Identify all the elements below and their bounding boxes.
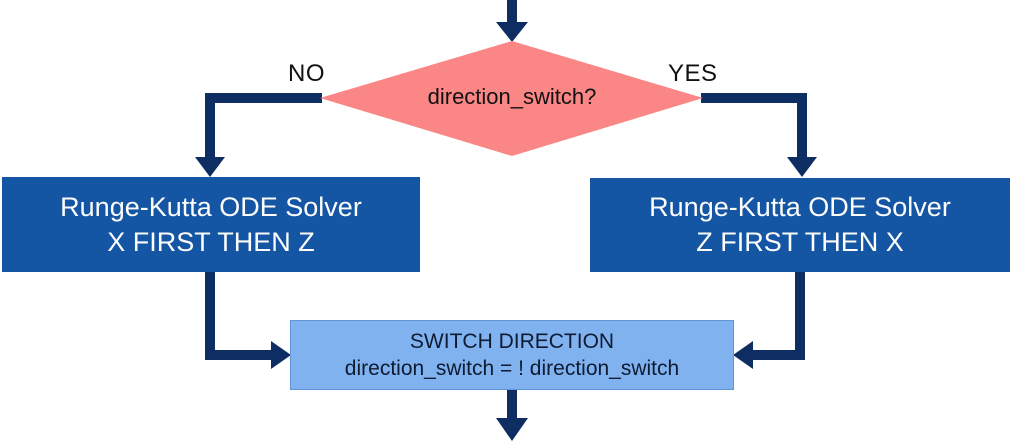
solver-left-line1: Runge-Kutta ODE Solver [60, 191, 362, 222]
branch-label-yes: YES [668, 60, 718, 87]
decision-label: direction_switch? [427, 84, 597, 109]
no-branch-line [205, 93, 322, 158]
solver-right-line1: Runge-Kutta ODE Solver [649, 192, 951, 222]
exit-arrowhead-icon [496, 418, 528, 441]
switch-direction-box: SWITCH DIRECTION direction_switch = ! di… [290, 320, 734, 390]
switch-box-title: SWITCH DIRECTION [409, 330, 615, 353]
entry-arrowhead-icon [496, 22, 528, 42]
no-branch-arrowhead-icon [195, 157, 225, 177]
decision-diamond [320, 41, 703, 156]
solver-box-z-first: Runge-Kutta ODE Solver Z FIRST THEN X [590, 178, 1010, 272]
yes-branch-arrowhead-icon [787, 157, 817, 177]
branch-label-no: NO [288, 60, 325, 87]
solver-right-line2: Z FIRST THEN X [696, 227, 904, 257]
left-to-switch-line [205, 271, 272, 360]
right-to-switch-arrowhead-icon [733, 341, 753, 369]
left-to-switch-arrowhead-icon [271, 341, 291, 369]
right-to-switch-line [752, 271, 805, 360]
yes-branch-line [701, 93, 807, 158]
switch-box-expression: direction_switch = ! direction_switch [344, 357, 680, 380]
solver-box-x-first: Runge-Kutta ODE Solver X FIRST THEN Z [2, 177, 420, 272]
solver-left-line2: X FIRST THEN Z [107, 226, 315, 257]
